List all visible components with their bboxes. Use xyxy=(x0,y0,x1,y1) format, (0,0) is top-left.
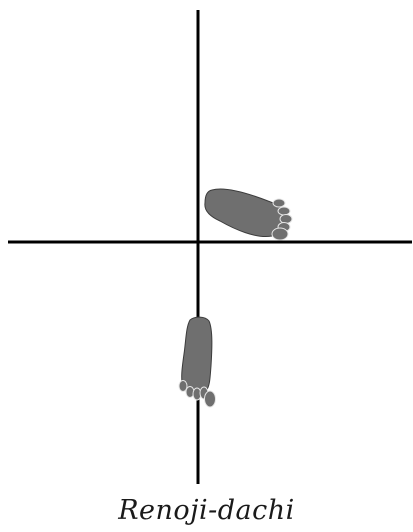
right-foot-toe-2 xyxy=(278,207,290,215)
right-foot-big-toe xyxy=(272,228,288,240)
stance-caption: Renoji-dachi xyxy=(0,494,413,528)
right-foot-toe-1 xyxy=(273,199,285,207)
right-foot-icon xyxy=(205,189,292,240)
left-foot-icon xyxy=(179,317,216,407)
right-foot-sole xyxy=(205,189,286,237)
right-foot-toe-3 xyxy=(280,215,292,224)
left-foot-big-toe xyxy=(205,391,216,407)
